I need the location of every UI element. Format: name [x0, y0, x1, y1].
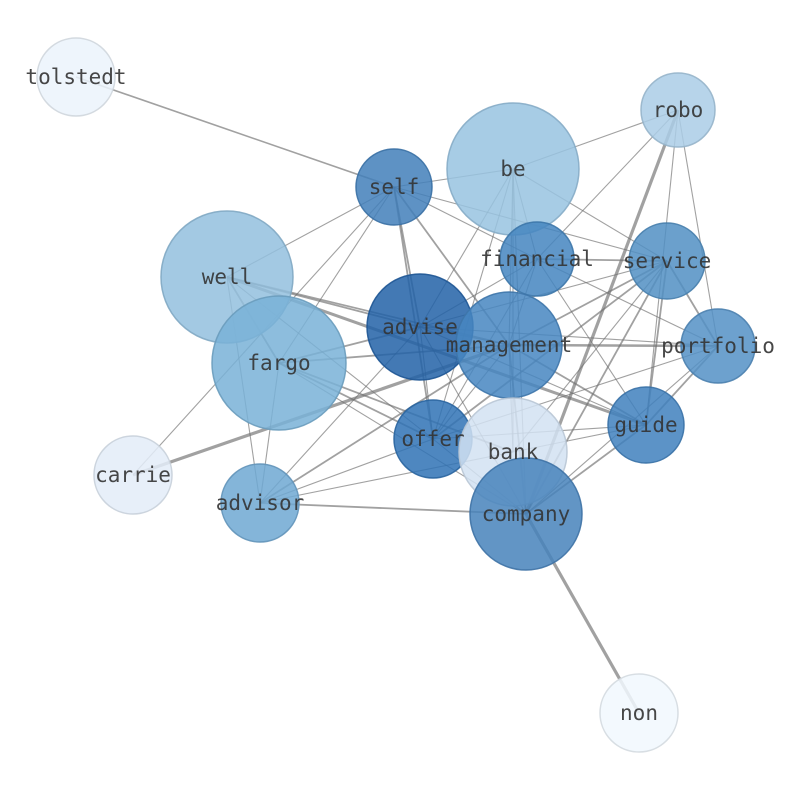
node-financial	[499, 221, 575, 297]
node-be	[446, 102, 580, 236]
edge-tolstedt-self	[75, 76, 395, 188]
node-robo	[640, 72, 716, 148]
node-non	[599, 673, 679, 753]
node-self	[355, 148, 433, 226]
node-fargo	[211, 295, 347, 431]
node-advise	[366, 273, 474, 381]
node-tolstedt	[36, 37, 116, 117]
node-carrie	[93, 435, 173, 515]
node-management	[455, 291, 563, 399]
node-guide	[607, 386, 685, 464]
node-company	[469, 457, 583, 571]
node-service	[628, 222, 706, 300]
node-layer	[36, 37, 756, 753]
node-advisor	[220, 463, 300, 543]
edge-robo-portfolio	[677, 109, 719, 347]
node-portfolio	[680, 308, 756, 384]
